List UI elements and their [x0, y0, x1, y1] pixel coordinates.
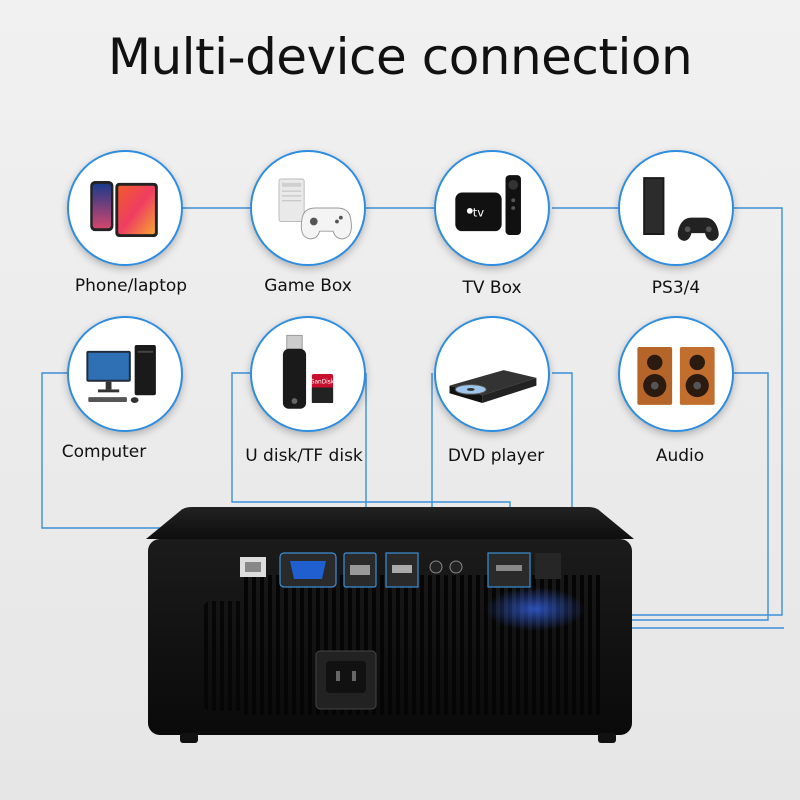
- sd-port: [487, 552, 531, 588]
- speakers-icon: [637, 346, 715, 405]
- device-label-tv-box: TV Box: [462, 278, 522, 298]
- page-title: Multi-device connection: [107, 28, 693, 86]
- dvd-player-circle: [434, 316, 550, 432]
- svg-text:tv: tv: [473, 206, 485, 220]
- svg-text:SanDisk: SanDisk: [311, 380, 335, 386]
- audio-circle: [618, 316, 734, 432]
- device-label-dvd-player: DVD player: [447, 446, 545, 466]
- device-label-phone-laptop: Phone/laptop: [74, 276, 188, 296]
- playstation-icon: [643, 177, 719, 241]
- vga-port: [279, 552, 337, 588]
- hdmi-port: [385, 552, 419, 588]
- computer-icon: [86, 345, 156, 403]
- device-label-u-disk: U disk/TF disk: [245, 446, 363, 466]
- computer-circle: [67, 316, 183, 432]
- device-label-ps34: PS3/4: [651, 278, 701, 298]
- dvd-player-icon: [449, 370, 537, 403]
- audio-port: [429, 560, 443, 574]
- usb-sd-card-icon: SanDisk: [282, 334, 335, 409]
- tv-box-circle: tv: [434, 150, 550, 266]
- phone-laptop-circle: [67, 150, 183, 266]
- projector: [146, 507, 634, 743]
- u-disk-circle: SanDisk: [250, 316, 366, 432]
- device-label-audio: Audio: [655, 446, 705, 466]
- power-socket: [315, 650, 377, 710]
- game-console-icon: [278, 178, 352, 240]
- game-box-circle: [250, 150, 366, 266]
- phone-tablet-icon: [90, 180, 158, 237]
- tv-box-icon: tv: [455, 175, 521, 236]
- device-label-game-box: Game Box: [264, 276, 352, 296]
- device-label-computer: Computer: [61, 442, 147, 462]
- usb-port: [343, 552, 377, 588]
- ps34-circle: [618, 150, 734, 266]
- av-port: [449, 560, 463, 574]
- lan-port: [240, 557, 266, 577]
